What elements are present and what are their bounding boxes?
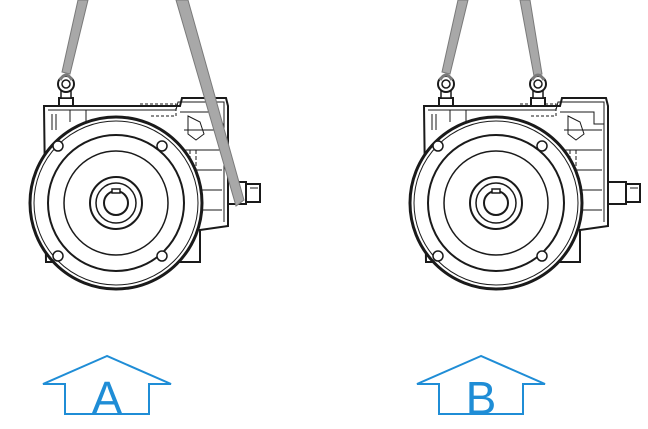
eye-bolt-a [57,75,75,107]
gear-motor-b [408,96,642,291]
panel-b: B [408,0,642,424]
panel-a: A [28,0,262,424]
eye-bolt-b-right [529,75,547,107]
arrow-label-a: A [92,372,123,424]
lifting-sling-right-b [519,0,543,77]
lifting-sling-left-b [441,0,469,75]
lifting-sling-left-a [61,0,89,75]
arrow-label-b: B [466,372,497,424]
lifting-sling-right-a [175,0,245,207]
eye-bolt-b-left [437,75,455,107]
gear-motor-a [28,96,262,291]
